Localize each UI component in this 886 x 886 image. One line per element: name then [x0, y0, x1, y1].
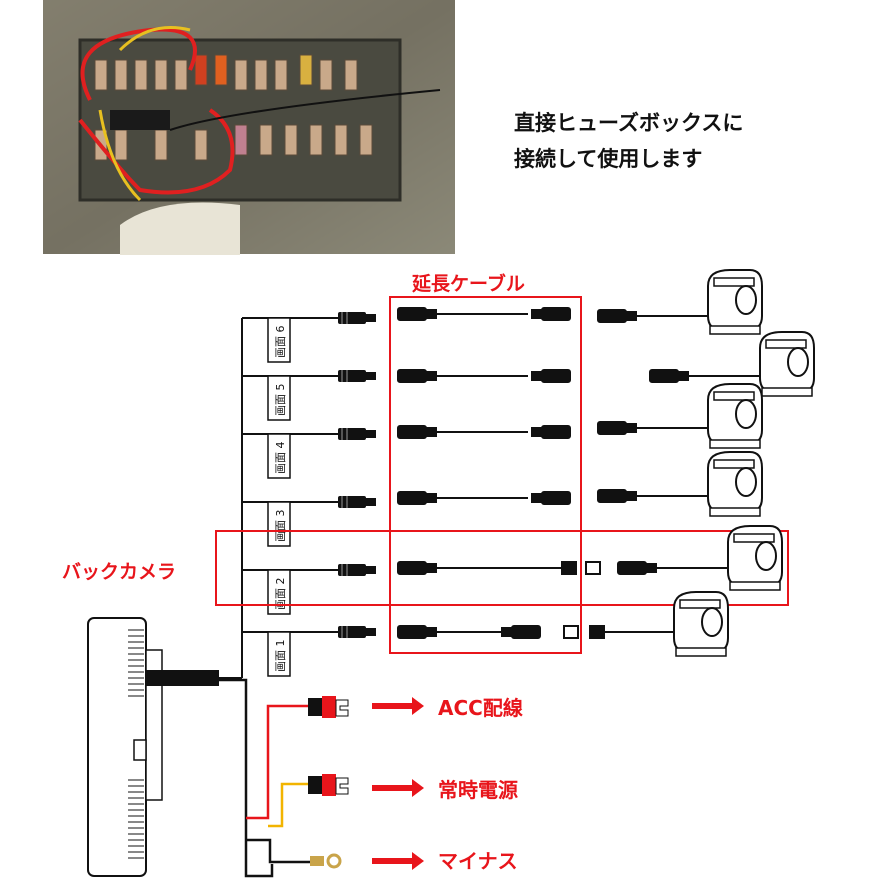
back-camera-label: バックカメラ	[62, 561, 176, 583]
camera-icon	[759, 331, 815, 397]
channel-tags: 画面 6 画面 5 画面 4 画面 3 画面 2 画面 1	[267, 317, 291, 677]
camera-icon	[727, 525, 783, 591]
extension-cable-box	[389, 296, 582, 654]
arrow-icons	[372, 697, 424, 870]
channel-label: 画面 1	[274, 640, 287, 673]
monitor-unit	[87, 617, 163, 877]
note-line1: 直接ヒューズボックスに	[514, 111, 743, 135]
cameras	[585, 269, 815, 657]
constant-power-label: 常時電源	[438, 778, 518, 802]
acc-fuse-icon	[308, 696, 349, 718]
back-camera-box	[215, 530, 789, 606]
channel-label: 画面 3	[274, 510, 287, 543]
extension-cable-label: 延長ケーブル	[411, 272, 525, 295]
arrow-right-icon	[372, 697, 424, 715]
channel-tag-4: 画面 4	[267, 433, 291, 479]
main-harness	[145, 317, 338, 686]
channel-tag-6: 画面 6	[267, 317, 291, 363]
power-wires	[218, 678, 310, 878]
channel-label: 画面 2	[274, 578, 287, 611]
arrow-right-icon	[372, 852, 424, 870]
channel-tag-5: 画面 5	[267, 375, 291, 421]
channel-tag-3: 画面 3	[267, 501, 291, 547]
channel-plugs	[338, 312, 376, 638]
channel-tag-2: 画面 2	[267, 569, 291, 615]
camera-icon	[707, 451, 763, 517]
camera-icon	[673, 591, 729, 657]
arrow-right-icon	[372, 779, 424, 797]
minus-label: マイナス	[438, 849, 518, 873]
channel-label: 画面 6	[274, 326, 287, 359]
ground-terminal-icon	[310, 853, 342, 869]
acc-label: ACC配線	[438, 696, 523, 720]
channel-tag-1: 画面 1	[267, 631, 291, 677]
constant-fuse-icon	[308, 774, 349, 796]
camera-icon	[707, 269, 763, 335]
extension-cables	[397, 307, 579, 639]
fuse-box-photo	[43, 0, 455, 255]
channel-label: 画面 5	[274, 384, 287, 417]
channel-label: 画面 4	[274, 442, 287, 475]
note-line2: 接続して使用します	[514, 147, 702, 171]
camera-icon	[707, 383, 763, 449]
